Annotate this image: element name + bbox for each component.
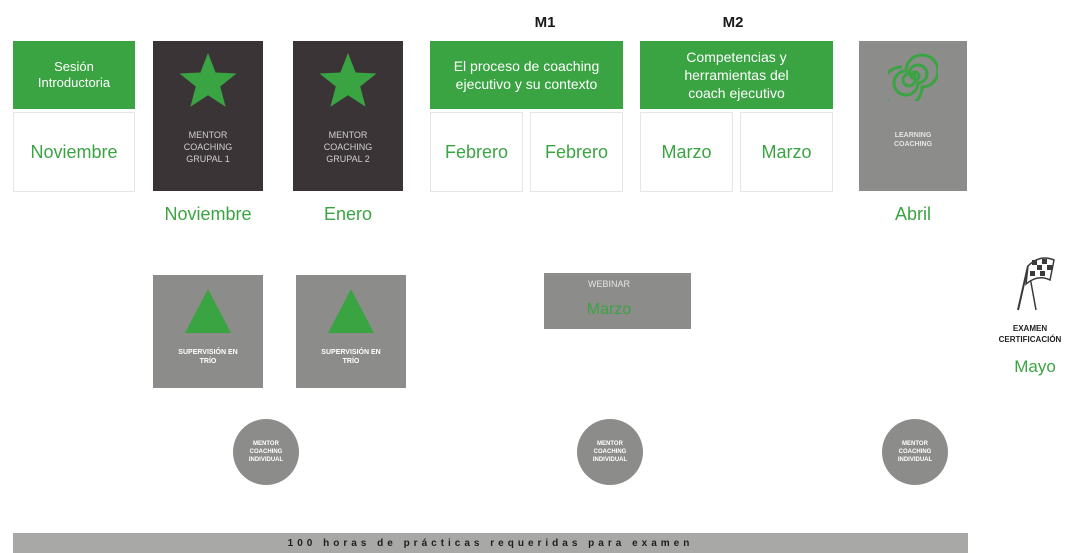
mentor-group-2-label: MENTOR COACHING GRUPAL 2 (323, 130, 373, 164)
exam-month: Mayo (1014, 357, 1056, 376)
module-1-month-2: Febrero (544, 141, 609, 162)
module-2-month-1: Marzo (661, 141, 712, 162)
supervision-2-label: SUPERVISIÓN EN TRÍO (321, 349, 381, 365)
module-1-label: M1 (534, 14, 556, 31)
module-2-month-2: Marzo (761, 141, 812, 162)
module-1-title: El proceso de coaching ejecutivo y su co… (453, 58, 600, 92)
spiral-icon (888, 53, 938, 101)
supervision-1-label: SUPERVISIÓN EN TRÍO (178, 349, 238, 365)
module-2-header: Competencias y herramientas del coach ej… (640, 41, 833, 109)
module-1-header: El proceso de coaching ejecutivo y su co… (430, 41, 623, 109)
triangle-icon (328, 289, 374, 333)
module-1-month-box-2: Febrero (530, 112, 623, 192)
learning-coaching-card: LEARNING COACHING (859, 41, 967, 191)
module-2-month-box-1: Marzo (640, 112, 733, 192)
mentor-group-1-label: MENTOR COACHING GRUPAL 1 (183, 130, 233, 164)
module-1-month-1: Febrero (444, 141, 509, 162)
learning-coaching-month: Abril (894, 204, 931, 224)
webinar-month: Marzo (586, 301, 632, 318)
individual-mentor-label-3: MENTOR COACHING INDIVIDUAL (897, 441, 933, 463)
webinar-card: WEBINAR Marzo (544, 273, 691, 329)
mentor-group-1-month: Noviembre (164, 204, 252, 224)
exam-label: EXAMEN CERTIFICACIÓN (998, 324, 1062, 344)
intro-session-title: Sesión Introductoria (37, 59, 111, 90)
module-2-label: M2 (722, 14, 744, 31)
webinar-label: WEBINAR (587, 279, 630, 289)
practice-hours-bar: 100 horas de prácticas requeridas para e… (13, 533, 968, 553)
individual-mentor-circle-1: MENTOR COACHING INDIVIDUAL (233, 419, 299, 485)
module-2-title: Competencias y herramientas del coach ej… (684, 49, 789, 101)
intro-session-header: Sesión Introductoria (13, 41, 135, 109)
star-icon (179, 53, 237, 107)
individual-mentor-label-1: MENTOR COACHING INDIVIDUAL (248, 441, 284, 463)
star-icon (319, 53, 377, 107)
supervision-2-card: SUPERVISIÓN EN TRÍO (296, 275, 406, 388)
module-2-month-box-2: Marzo (740, 112, 833, 192)
mentor-group-2-month: Enero (323, 204, 373, 224)
checkered-flag-icon (1017, 257, 1055, 311)
module-1-month-box-1: Febrero (430, 112, 523, 192)
individual-mentor-circle-2: MENTOR COACHING INDIVIDUAL (577, 419, 643, 485)
triangle-icon (185, 289, 231, 333)
supervision-1-card: SUPERVISIÓN EN TRÍO (153, 275, 263, 388)
mentor-group-1-card: MENTOR COACHING GRUPAL 1 (153, 41, 263, 191)
learning-coaching-label: LEARNING COACHING (893, 132, 933, 148)
mentor-group-2-card: MENTOR COACHING GRUPAL 2 (293, 41, 403, 191)
intro-session-month: Noviembre (30, 141, 118, 162)
individual-mentor-label-2: MENTOR COACHING INDIVIDUAL (592, 441, 628, 463)
intro-session-month-box: Noviembre (13, 112, 135, 192)
practice-hours-text: 100 horas de prácticas requeridas para e… (287, 537, 694, 549)
individual-mentor-circle-3: MENTOR COACHING INDIVIDUAL (882, 419, 948, 485)
